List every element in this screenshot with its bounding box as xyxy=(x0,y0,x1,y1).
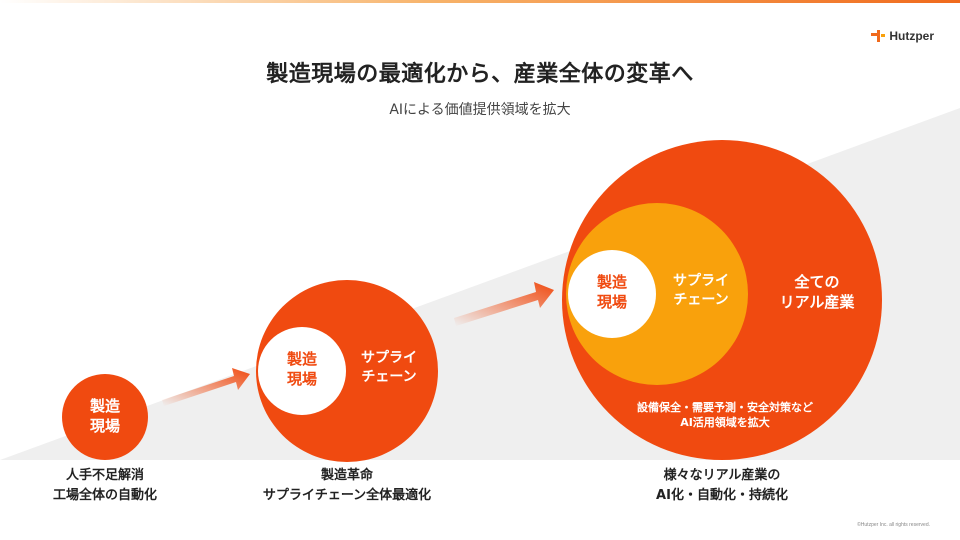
stage-2-inner-circle xyxy=(258,327,346,415)
stage-3-outer-label: 全ての リアル産業 xyxy=(779,273,855,312)
page-title: 製造現場の最適化から、産業全体の変革へ xyxy=(266,62,694,87)
stage-3-caption: 様々なリアル産業の AI化・自動化・持続化 xyxy=(656,468,788,503)
stage-3-inner-circle xyxy=(568,250,656,338)
arrow-1-icon xyxy=(162,368,250,406)
brand-name: Hutzper xyxy=(889,29,934,43)
stage-3-note: 設備保全・需要予測・安全対策など AI活用領域を拡大 xyxy=(637,401,813,429)
brand-logo: Hutzper xyxy=(871,29,934,43)
page-subtitle: AIによる価値提供領域を拡大 xyxy=(389,102,571,118)
stage-2-inner-label: 製造 現場 xyxy=(286,350,317,389)
top-accent-bar xyxy=(0,0,960,3)
stage-3-inner-label: 製造 現場 xyxy=(596,273,627,312)
stage-1-label: 製造 現場 xyxy=(89,397,120,436)
hutzper-logo-icon xyxy=(871,30,886,42)
stage-1-caption: 人手不足解消 工場全体の自動化 xyxy=(52,468,157,503)
stage-2-caption: 製造革命 サプライチェーン全体最適化 xyxy=(262,468,432,503)
stage-1-circle xyxy=(62,374,148,460)
arrow-2-icon xyxy=(454,282,554,326)
stage-3-middle-label: サプライ チェーン xyxy=(673,273,729,308)
copyright-text: ©Hutzper Inc. all rights reserved. xyxy=(857,522,930,528)
stage-2-middle-label: サプライ チェーン xyxy=(361,350,417,385)
